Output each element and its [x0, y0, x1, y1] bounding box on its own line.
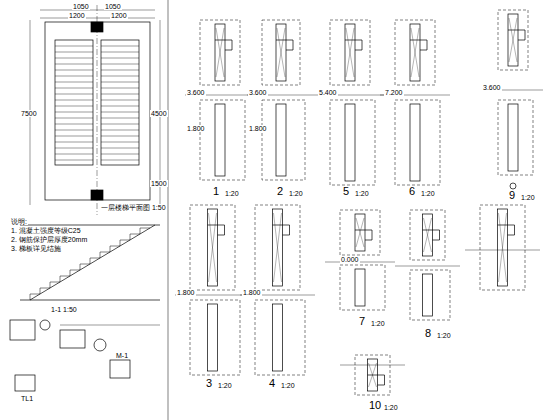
drawing-label: 1:20: [280, 382, 296, 389]
drawing-label: 3. 梯板详见结施: [10, 245, 62, 252]
drawing-label: 7500: [20, 110, 38, 117]
detail-number: 5: [342, 186, 350, 197]
drawing-label: 1050: [72, 3, 90, 10]
drawing-label: 0.000: [340, 256, 360, 263]
drawing-label: 一层楼梯平面图 1:50: [100, 204, 167, 211]
detail-number: 7: [358, 316, 366, 327]
drawing-label: 1-1 1:50: [50, 306, 78, 313]
detail-number: 4: [268, 378, 276, 389]
drawing-label: 1.800: [248, 125, 268, 132]
detail-number: 3: [205, 378, 213, 389]
drawing-label: 1200: [68, 12, 86, 19]
drawing-label: 7.200: [384, 89, 404, 96]
drawing-label: 1:20: [420, 190, 436, 197]
drawing-label: 1500: [150, 180, 168, 187]
drawing-label: 1:20: [354, 190, 370, 197]
drawing-label: 1. 混凝土强度等级C25: [10, 227, 82, 234]
drawing-label: 1:20: [224, 190, 240, 197]
drawing-label: 1:20: [217, 382, 233, 389]
drawing-label: 说明:: [10, 218, 28, 225]
drawing-label: 3.600: [248, 89, 268, 96]
drawing-label: 5.400: [318, 89, 338, 96]
drawing-label: 1.800: [242, 289, 262, 296]
drawing-label: 1.800: [176, 289, 196, 296]
drawing-label: M-1: [115, 352, 129, 359]
drawing-label: 1:20: [370, 320, 386, 327]
detail-number: 8: [424, 328, 432, 339]
detail-number: 2: [276, 186, 284, 197]
drawing-label: 1:20: [520, 194, 536, 201]
detail-number: 6: [408, 186, 416, 197]
drawing-label: 1.800: [186, 125, 206, 132]
drawing-label: 2. 钢筋保护层厚度20mm: [10, 236, 88, 243]
drawing-label: 1200: [110, 12, 128, 19]
drawing-label: 1:20: [436, 332, 452, 339]
drawing-label: 1:20: [383, 404, 399, 411]
drawing-label: 3.600: [186, 89, 206, 96]
drawing-label: 3.600: [482, 84, 502, 91]
drawing-label: 4500: [150, 110, 168, 117]
drawing-label: TL1: [20, 395, 34, 402]
drawing-label: 1:20: [288, 190, 304, 197]
detail-number: 1: [212, 186, 220, 197]
drawing-label: 1050: [104, 3, 122, 10]
detail-number: 10: [368, 400, 382, 411]
detail-number: 9: [508, 190, 516, 201]
